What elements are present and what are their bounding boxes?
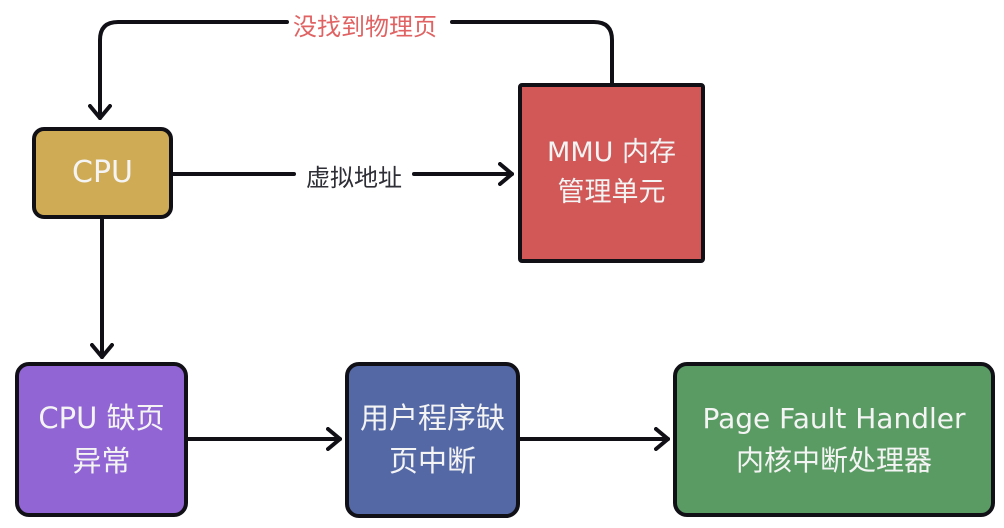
node-cpu-page-fault: CPU 缺页 异常 (15, 362, 188, 517)
node-cpu: CPU (32, 127, 173, 219)
node-cpu-page-fault-line2: 异常 (72, 443, 131, 478)
node-user-page-interrupt-line1: 用户程序缺 (359, 401, 505, 436)
node-page-fault-handler-line2: 内核中断处理器 (735, 443, 932, 477)
node-page-fault-handler-line1: Page Fault Handler (702, 402, 966, 436)
edge-mmu-to-cpu-left-segment (88, 20, 289, 120)
edge-mmu-to-cpu-right-segment (450, 20, 614, 85)
node-mmu-label-line2: 管理单元 (557, 177, 666, 208)
node-mmu-label-line1: MMU 内存 (547, 137, 676, 169)
edge-label-physical-page-not-found: 没找到物理页 (293, 13, 437, 41)
node-user-page-interrupt-line2: 页中断 (388, 444, 476, 478)
node-page-fault-handler: Page Fault Handler 内核中断处理器 (673, 362, 995, 517)
node-cpu-page-fault-line1: CPU 缺页 (38, 400, 165, 435)
node-mmu: MMU 内存 管理单元 (518, 83, 705, 263)
node-cpu-label: CPU (72, 154, 133, 190)
node-user-page-interrupt: 用户程序缺 页中断 (345, 362, 520, 518)
edge-label-virtual-address: 虚拟地址 (306, 164, 402, 192)
